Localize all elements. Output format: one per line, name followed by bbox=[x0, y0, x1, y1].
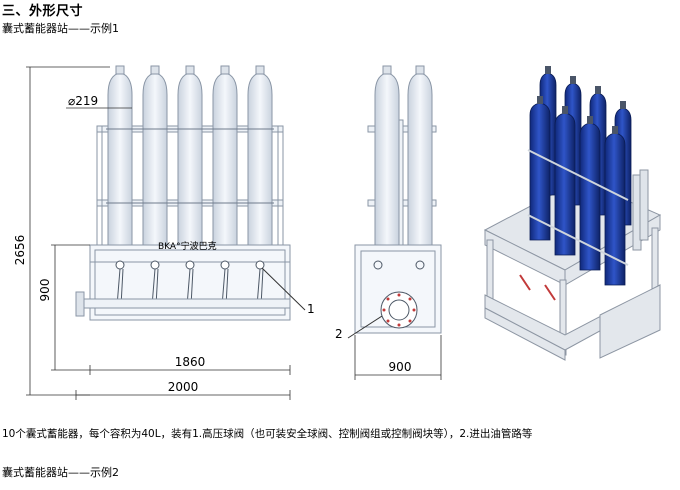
section-heading: 三、外形尺寸 bbox=[2, 4, 84, 19]
front-dimensions bbox=[26, 66, 291, 400]
example-1-title: 囊式蓄能器站——示例1 bbox=[2, 22, 119, 35]
caption-text: 10个囊式蓄能器，每个容积为40L，装有1.高压球阀（也可装安全球阀、控制阀组或… bbox=[2, 428, 533, 440]
side-view bbox=[347, 65, 442, 339]
dim-side-width: 900 bbox=[389, 360, 412, 374]
side-dimensions bbox=[354, 335, 442, 380]
technical-drawing: BKA°宁波巴克 1 ⌀219 2656 900 1860 2000 bbox=[13, 65, 662, 400]
dim-frame-height: 900 bbox=[38, 279, 52, 302]
front-vessels bbox=[107, 72, 273, 246]
brand-label: BKA°宁波巴克 bbox=[158, 240, 217, 252]
dim-total-height: 2656 bbox=[13, 235, 27, 266]
vessel-caps bbox=[115, 65, 265, 75]
dim-total-width: 2000 bbox=[168, 380, 199, 394]
callout-2: 2 bbox=[335, 327, 343, 341]
example-2-title: 囊式蓄能器站——示例2 bbox=[2, 466, 119, 479]
front-view bbox=[75, 65, 306, 321]
isometric-model bbox=[483, 66, 662, 361]
callout-1: 1 bbox=[307, 302, 315, 316]
dim-diameter: ⌀219 bbox=[68, 94, 98, 108]
dim-inner-width: 1860 bbox=[175, 355, 206, 369]
